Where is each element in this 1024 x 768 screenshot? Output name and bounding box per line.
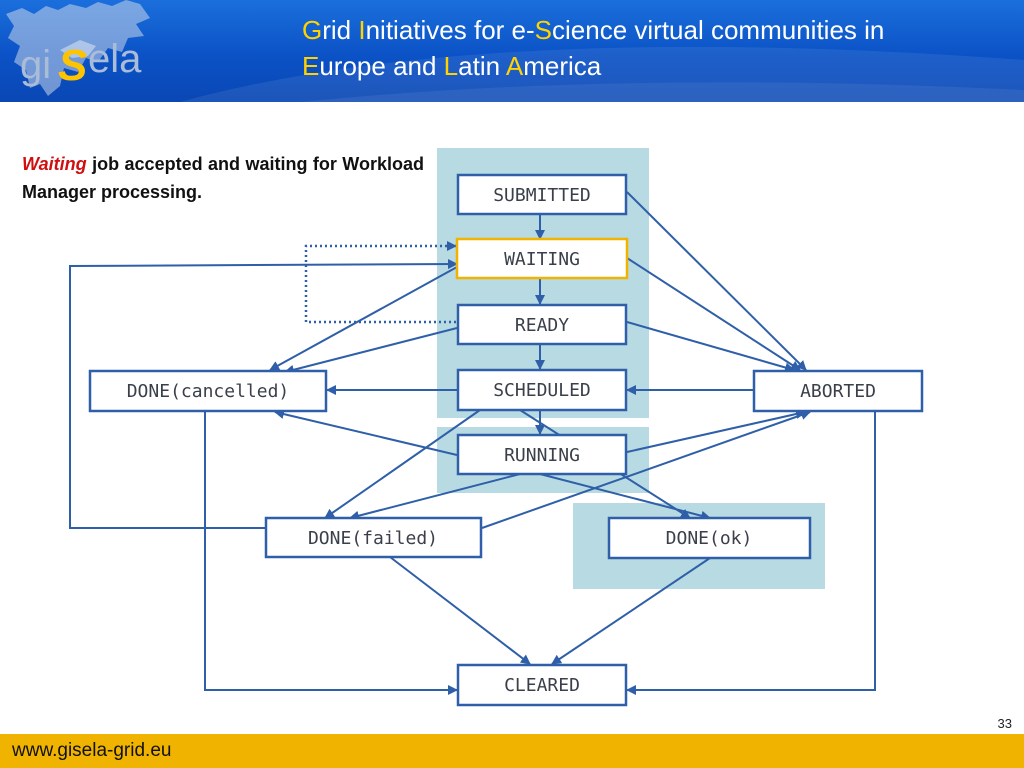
waiting-self-loop-arrowhead — [447, 241, 457, 251]
state-ready-label: READY — [515, 315, 569, 336]
state-done-failed: DONE(failed) — [264, 516, 483, 559]
logo-text-ela: ela — [88, 37, 142, 81]
state-done-ok: DONE(ok) — [607, 516, 812, 560]
title-line-1: Grid Initiatives for e-Science virtual c… — [302, 15, 885, 45]
state-running: RUNNING — [456, 433, 628, 476]
state-done-failed-label: DONE(failed) — [308, 528, 438, 549]
state-waiting: WAITING — [455, 237, 629, 280]
state-aborted: ABORTED — [752, 369, 924, 413]
state-description-text: job accepted and waiting for Workload Ma… — [22, 154, 424, 202]
state-scheduled: SCHEDULED — [456, 368, 628, 412]
logo-text-s: S — [58, 41, 87, 90]
footer-bar: www.gisela-grid.eu — [0, 734, 1024, 768]
gisela-logo: gi S ela — [6, 0, 150, 96]
title-line-2: Europe and Latin America — [302, 51, 602, 81]
header-banner: gi S ela Grid Initiatives for e-Science … — [0, 0, 1024, 102]
state-submitted-label: SUBMITTED — [493, 185, 591, 206]
state-running-label: RUNNING — [504, 445, 580, 466]
state-cleared: CLEARED — [456, 663, 628, 707]
slide-title: Grid Initiatives for e-Science virtual c… — [302, 12, 1012, 84]
state-ready: READY — [456, 303, 628, 346]
footer-url-link[interactable]: www.gisela-grid.eu — [12, 740, 172, 761]
page-number: 33 — [997, 716, 1012, 731]
header-glow — [180, 46, 1024, 102]
state-done-cancelled: DONE(cancelled) — [88, 369, 328, 413]
state-scheduled-label: SCHEDULED — [493, 380, 591, 401]
state-done-ok-label: DONE(ok) — [666, 528, 753, 549]
state-description: Waiting job accepted and waiting for Wor… — [22, 150, 424, 206]
logo-text-gi: gi — [20, 43, 51, 87]
state-keyword: Waiting — [22, 154, 87, 174]
waiting-self-loop — [304, 244, 457, 324]
state-done-cancelled-label: DONE(cancelled) — [127, 381, 290, 402]
state-cleared-label: CLEARED — [504, 675, 580, 696]
state-aborted-label: ABORTED — [800, 381, 876, 402]
state-waiting-label: WAITING — [504, 249, 580, 270]
state-submitted: SUBMITTED — [456, 173, 628, 216]
